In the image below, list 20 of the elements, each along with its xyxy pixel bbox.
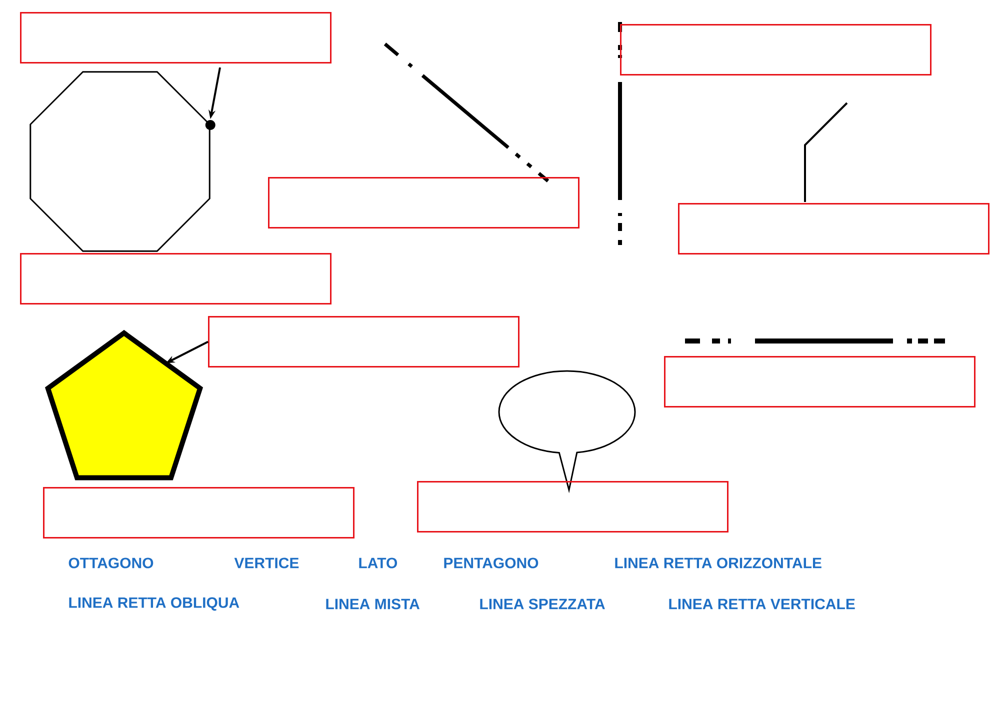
answer-box [664, 356, 976, 408]
word-bank-item: PENTAGONO [444, 558, 538, 568]
answer-box [620, 24, 932, 76]
word-bank-item: LATO [359, 558, 398, 568]
octagon [30, 71, 216, 252]
word-bank-item: LINEA RETTA OBLIQUA [69, 597, 240, 611]
answer-box [208, 316, 520, 368]
word-bank-item: VERTICE [234, 558, 299, 568]
word-bank-item: LINEA RETTA ORIZZONTALE [615, 558, 822, 568]
word-bank-item: LINEA MISTA [326, 598, 420, 610]
word-bank-item: LINEA SPEZZATA [480, 598, 605, 610]
answer-box [43, 487, 354, 538]
speech-bubble [498, 370, 636, 491]
answer-box [20, 253, 332, 304]
word-bank-item: OTTAGONO [68, 558, 154, 568]
answer-box [20, 12, 332, 64]
word-bank-item: LINEA RETTA VERTICALE [669, 598, 855, 610]
answer-box [678, 203, 990, 254]
answer-box [417, 481, 728, 532]
answer-box [268, 177, 580, 228]
